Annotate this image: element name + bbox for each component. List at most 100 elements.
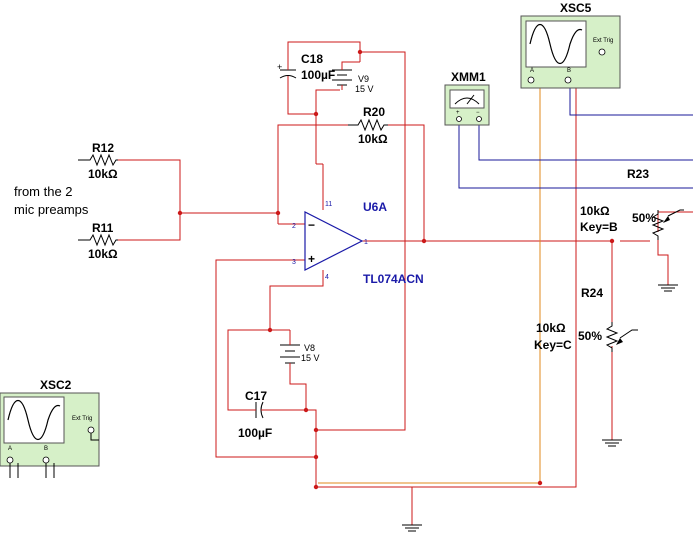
opamp-ref: U6A [363,200,387,214]
ground-symbol-main [402,524,422,532]
note-line-2: mic preamps [14,202,89,217]
oscilloscope-xsc5[interactable]: XSC5 Ext Trig A B [520,1,621,89]
wire-c17-left [227,329,270,411]
wire-feedback-left [277,124,348,213]
xmm1-minus: − [476,110,480,116]
meter-needle-icon [466,94,475,105]
r24-setting: 50% [578,329,602,343]
capacitor-c17[interactable]: C17 100µF [238,389,272,440]
c18-polarity: + [277,62,282,72]
xsc5-ch-a: A [530,68,534,74]
xmm1-ref: XMM1 [451,70,486,84]
xsc2-trigger: Ext Trig [72,416,92,422]
v8-ref: V8 [304,343,315,353]
wire-feedback-right [388,124,425,241]
c17-ref: C17 [245,389,267,403]
sine-wave-icon [529,23,583,65]
oscilloscope-xsc2[interactable]: XSC2 Ext Trig A B [0,378,100,478]
r20-value: 10kΩ [358,132,388,146]
pot-arrow-icon [616,338,623,345]
c18-value: 100µF [301,68,335,82]
r24-ref: R24 [581,286,603,300]
c18-ref: C18 [301,52,323,66]
r24-key: Key=C [534,338,572,352]
scope-screen [525,20,587,68]
sine-wave-icon [7,399,61,441]
wire-ground-bus [315,83,577,488]
opamp-triangle [304,211,364,271]
pin-label: 4 [325,274,329,281]
channel-a-terminal-icon [527,76,535,84]
wire-ground-main [316,486,413,525]
xsc5-trigger: Ext Trig [593,38,613,44]
junction-dot [313,427,319,433]
plus-terminal-icon [456,116,462,122]
junction-dot [357,49,363,55]
r23-key: Key=B [580,220,618,234]
channel-b-terminal-icon [42,456,50,464]
meter-scale-icon [454,97,480,105]
pin-label: 3 [292,259,296,266]
pot-wiper [619,329,638,339]
resistor-r20[interactable]: R20 10kΩ [348,105,388,146]
xsc2-ch-a: A [8,446,12,452]
junction-dot [313,484,319,490]
junction-dot [313,454,319,460]
pot-symbol [605,322,619,352]
channel-b-terminal-icon [564,76,572,84]
junction-dot [609,238,615,244]
pot-symbol [651,210,665,240]
probe-wire-a [318,83,541,484]
channel-a-terminal-icon [6,456,14,464]
potentiometer-r23[interactable]: R23 10kΩ Key=B 50% [580,167,684,240]
ground-symbol-r23 [658,284,678,292]
opamp-plus: + [308,252,315,266]
wire-input-resistors [118,159,181,241]
pot-wiper [667,209,684,217]
pin-label: 1 [364,239,368,246]
r12-ref: R12 [92,141,114,155]
junction-dot [313,111,319,117]
r11-ref: R11 [92,221,114,235]
wire-v8-bottom [289,372,307,410]
r24-value: 10kΩ [536,321,566,335]
junction-dot [275,210,281,216]
minus-terminal-icon [476,116,482,122]
source-v9[interactable]: V9 15 V [332,61,374,94]
v8-value: 15 V [301,353,320,363]
resistor-symbol [78,153,118,167]
junction-dot [267,327,273,333]
r11-value: 10kΩ [88,247,118,261]
junction-dot [177,210,183,216]
potentiometer-r24[interactable]: R24 10kΩ Key=C 50% [534,286,638,352]
capacitor-c18[interactable]: C18 100µF + [277,52,335,84]
opamp-u6a[interactable]: − + 2 3 1 11 4 U6A TL074ACN [292,200,424,286]
wire-ground-return [316,51,406,431]
resistor-r12[interactable]: R12 10kΩ [78,141,118,181]
xsc5-ref: XSC5 [560,1,592,15]
junction-dot [537,480,543,486]
resistor-r11[interactable]: R11 10kΩ [78,221,118,261]
trigger-terminal-icon [598,48,606,56]
multimeter-xmm1[interactable]: XMM1 + − [444,70,490,126]
source-v8[interactable]: V8 15 V [280,340,320,372]
dmm-wire-plus [458,124,693,189]
c17-value: 100µF [238,426,272,440]
r23-setting: 50% [632,211,656,225]
xsc2-ch-b: B [44,446,48,452]
r12-value: 10kΩ [88,167,118,181]
xmm1-plus: + [456,110,460,116]
resistor-symbol [348,118,388,132]
pin-label: 11 [325,201,332,208]
meter-display [449,89,485,109]
resistor-symbol [78,233,118,247]
dmm-wire-minus [478,124,693,161]
junctions [177,49,615,490]
pin-label: 2 [292,223,296,230]
wire-noninv [215,259,316,458]
wire-r23-bottom [657,240,669,285]
ground-symbol-r24 [602,425,622,447]
junction-dot [303,407,309,413]
wire-c18-bottom [287,84,340,115]
